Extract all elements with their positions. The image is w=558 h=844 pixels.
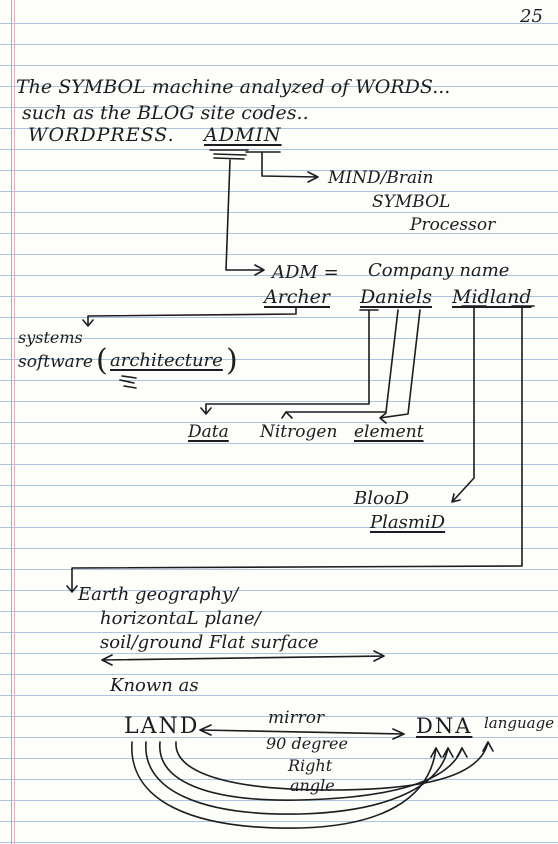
arrow-daniels-data	[200, 309, 379, 415]
text-land: LAND	[124, 714, 200, 739]
arrow-archer-systems	[82, 307, 297, 327]
admin-scribble	[209, 149, 249, 160]
text-adm: ADM =	[272, 262, 339, 283]
architecture-scribble	[119, 375, 137, 389]
close-paren: )	[226, 343, 238, 378]
text-earth: Earth geography/	[78, 584, 239, 605]
arrow-midland-blood	[451, 305, 487, 503]
text-line-2: such as the BLOG site codes..	[22, 102, 309, 124]
curve-land-4	[175, 741, 489, 791]
text-symbol: SYMBOL	[372, 192, 451, 212]
arrow-admin-adm	[225, 159, 265, 276]
text-data: Data	[188, 422, 229, 442]
arrow-daniels-nitrogen	[281, 309, 399, 419]
arrow-land-dna	[199, 724, 405, 740]
text-known-as: Known as	[110, 675, 199, 696]
open-paren: (	[96, 343, 108, 378]
text-element: element	[354, 422, 424, 442]
text-right: Right	[288, 756, 333, 775]
margin-line	[11, 0, 12, 844]
text-plasmid: PlasmiD	[370, 512, 446, 533]
text-daniels: Daniels	[360, 286, 432, 308]
text-dna: DNA	[416, 714, 473, 738]
text-language: language	[484, 714, 555, 732]
arrow-midland-earth	[66, 305, 535, 593]
text-90-degree: 90 degree	[266, 734, 348, 753]
text-archer: Archer	[264, 286, 331, 308]
text-nitrogen: Nitrogen	[260, 422, 338, 442]
text-blood: BlooD	[354, 488, 410, 509]
text-wordpress: WORDPRESS.	[28, 124, 175, 146]
page-number: 25	[520, 6, 543, 27]
curve-land-3	[159, 741, 463, 801]
arrow-daniels-element	[379, 309, 421, 424]
text-soil: soil/ground Flat surface	[100, 632, 319, 653]
text-horizontal: horizontaL plane/	[100, 608, 261, 629]
text-processor: Processor	[410, 215, 496, 235]
text-software: software	[18, 352, 93, 372]
text-admin: ADMIN	[204, 124, 282, 146]
text-mirror: mirror	[268, 708, 325, 728]
text-architecture: architecture	[110, 350, 223, 371]
text-company-name: Company name	[368, 260, 510, 281]
arrow-admin-mind	[261, 151, 319, 183]
text-midland: Midland	[452, 286, 532, 308]
curve-land-1	[131, 741, 437, 829]
margin-line-inner	[14, 0, 15, 844]
text-systems: systems	[18, 328, 83, 347]
arrow-soil-span	[101, 650, 385, 666]
text-line-1: The SYMBOL machine analyzed of WORDS...	[16, 76, 451, 98]
text-mind-brain: MIND/Brain	[328, 168, 434, 188]
